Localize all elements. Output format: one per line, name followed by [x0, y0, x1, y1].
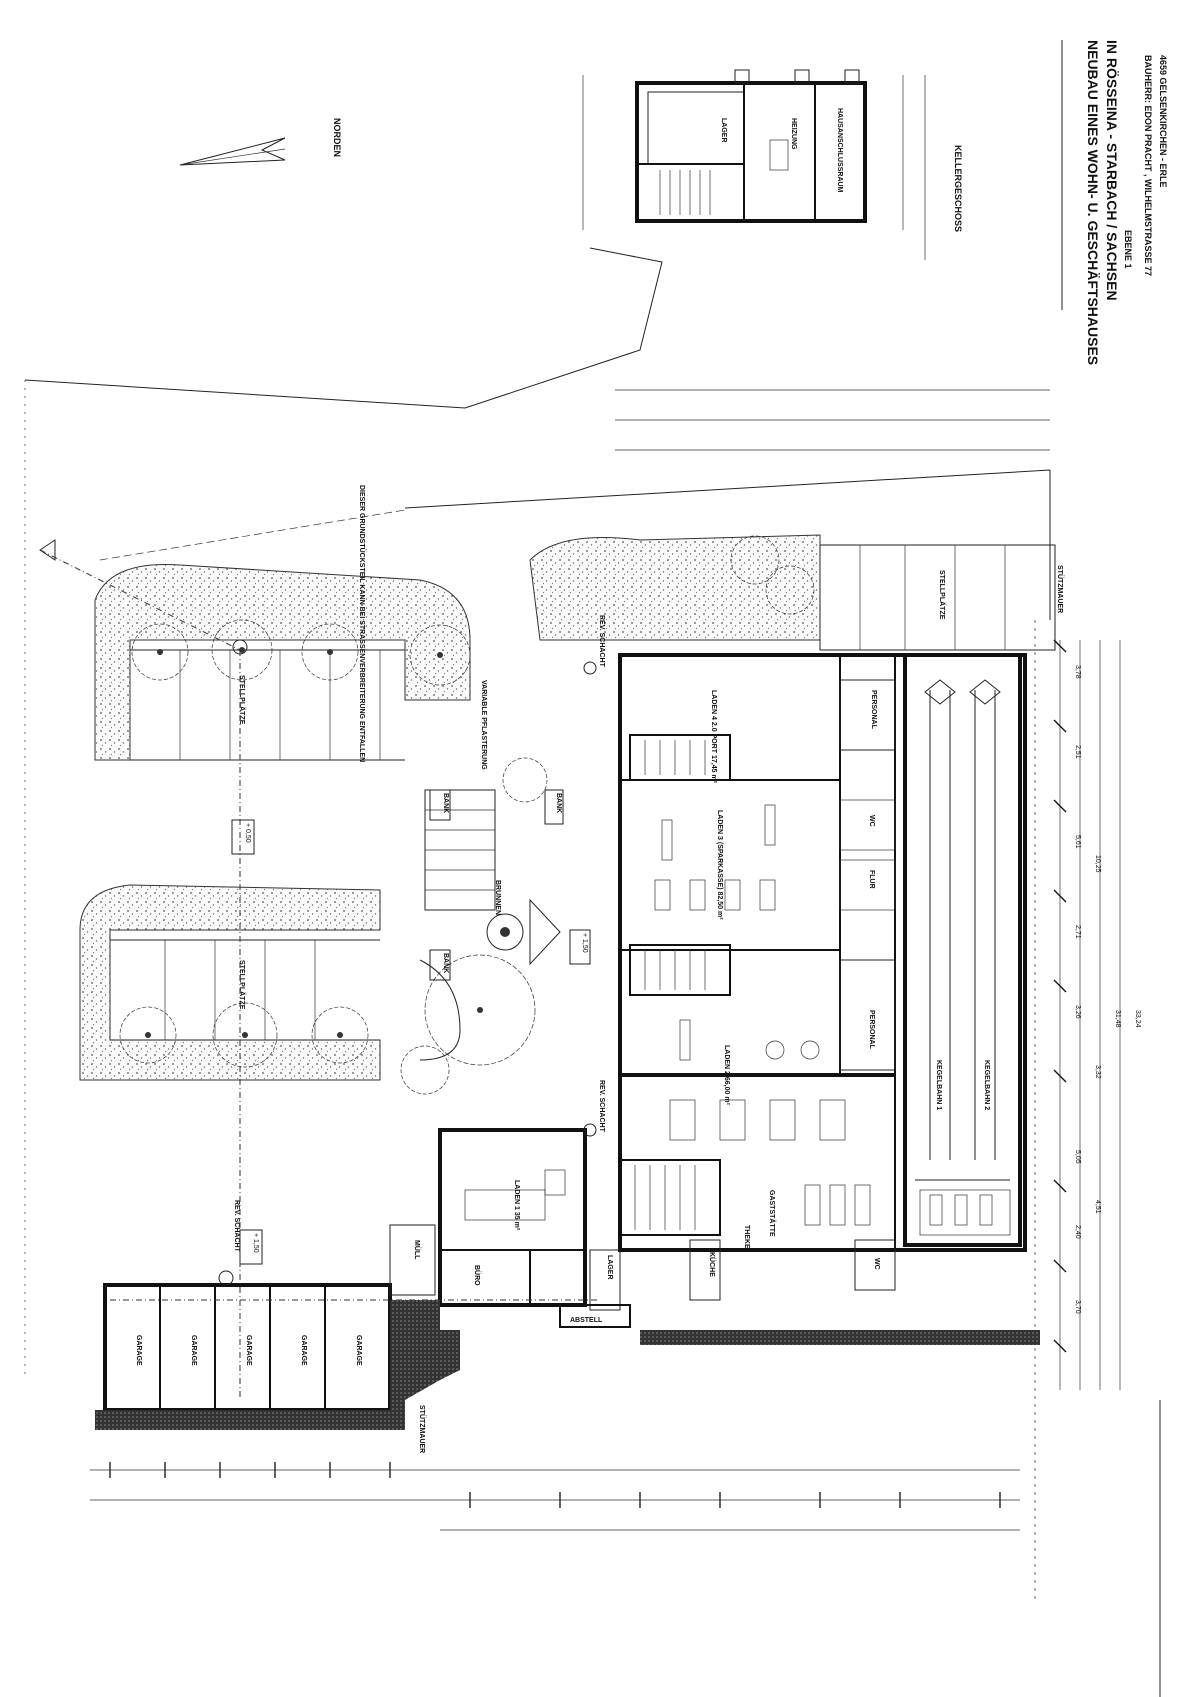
title-level: EBENE 1: [1123, 230, 1133, 269]
dim-seg-3: 5,61: [1074, 835, 1081, 849]
muell-label: MÜLL: [413, 1240, 422, 1260]
parking-middle: STELLPLÄTZE + 0,50: [79, 819, 381, 1081]
north-arrow-icon: [179, 137, 286, 166]
room-kueche: KÜCHE: [708, 1252, 717, 1277]
title-owner-city: 4659 GELSENKIRCHEN - ERLE: [1158, 55, 1168, 188]
room-wc: WC: [868, 815, 875, 827]
room-kegelbahn1: KEGELBAHN 1: [935, 1060, 942, 1110]
tree-icon: [119, 1006, 177, 1064]
dim-seg-11: 4,51: [1094, 1200, 1101, 1214]
annex-building: LADEN 1 35 m² BÜRO LAGER ABSTELL: [438, 1128, 631, 1328]
garage-label-4: GARAGE: [300, 1335, 307, 1366]
level-050: + 0,50: [244, 823, 251, 843]
dim-seg-8: 5,05: [1074, 1150, 1081, 1164]
trees: [119, 535, 815, 1095]
dimension-ticks: [1053, 639, 1067, 1353]
basement-room-heizung: HEIZUNG: [790, 118, 797, 150]
garage-label-1: GARAGE: [135, 1335, 142, 1366]
title-line-1: NEUBAU EINES WOHN- U. GESCHÄFTSHAUSES: [1085, 40, 1101, 365]
stuetzmauer-label: STÜTZMAUER: [418, 1405, 427, 1453]
utility-markers: REV. SCHACHT REV. SCHACHT REV. SCHACHT +…: [39, 539, 605, 1400]
bank-label-3: BANK: [555, 793, 562, 813]
site-outline: [24, 247, 1161, 1697]
room-wc-lower: WC: [873, 1258, 880, 1270]
room-flur: FLUR: [868, 870, 875, 889]
dim-seg-2: 2,51: [1074, 745, 1081, 759]
room-theke: THEKE: [743, 1225, 750, 1249]
garage-label-5: GARAGE: [355, 1335, 362, 1366]
fountain: [486, 898, 561, 966]
level-150-top: + 1,50: [581, 933, 588, 953]
room-lager-small: LAGER: [606, 1255, 613, 1280]
dimension-chains: 3,78 2,51 5,61 2,71 3,26 10,25 3,32 5,05…: [90, 389, 1141, 1531]
dim-seg-4: 2,71: [1074, 925, 1081, 939]
level-150-bottom: + 1,50: [252, 1233, 259, 1253]
room-laden4: LADEN 4 2.0 PORT 17,45 m²: [710, 690, 717, 784]
tree-icon: [730, 535, 780, 585]
tree-icon: [409, 624, 471, 686]
basement-stair: [659, 170, 711, 215]
bowling-lanes: KEGELBAHN 1 KEGELBAHN 2: [915, 679, 1011, 1236]
rev-schacht-label-3: REV. SCHACHT: [233, 1200, 240, 1253]
basement-room-lager: LAGER: [720, 118, 727, 143]
title-owner: BAUHERR: EDON PRACHT , WILHELMSTRASSE 77: [1143, 55, 1153, 276]
room-laden1: LADEN 1 35 m²: [513, 1180, 520, 1231]
room-gaststaette: GASTSTÄTTE: [768, 1190, 776, 1237]
garden-area: BANK VARIABLE PFLASTERUNG BRUNNEN BANK B…: [358, 485, 591, 1061]
tree-icon: [301, 623, 359, 681]
title-line-2: IN RÖSSEINA - STARBACH / SACHSEN: [1104, 40, 1120, 301]
stuetzmauer-label-right: STÜTZMAUER: [1056, 565, 1065, 613]
dim-seg-6: 10,25: [1094, 855, 1101, 873]
main-building: LADEN 4 2.0 PORT 17,45 m² LADEN 3 (SPARK…: [618, 653, 1027, 1301]
dim-seg-5: 3,26: [1074, 1005, 1081, 1019]
bank-label-2: BANK: [442, 953, 449, 973]
room-personal-mid: PERSONAL: [868, 1010, 875, 1050]
brunnen-label: BRUNNEN: [494, 880, 501, 915]
parking-right: STELLPLÄTZE STÜTZMAUER: [819, 544, 1065, 651]
garage-label-2: GARAGE: [190, 1335, 197, 1366]
tree-icon: [311, 1006, 369, 1064]
pflaster-label: VARIABLE PFLASTERUNG: [480, 680, 487, 770]
tree-icon: [400, 1045, 450, 1095]
dim-total-1: 31,48: [1114, 1010, 1121, 1028]
dim-seg-7: 3,32: [1094, 1065, 1101, 1079]
room-buero: BÜRO: [473, 1265, 482, 1286]
stellplaetze-label-top: STELLPLÄTZE: [238, 675, 246, 725]
tree-icon: [765, 565, 815, 615]
stellplaetze-label-right: STELLPLÄTZE: [938, 570, 946, 620]
tree-icon: [212, 1002, 278, 1068]
rev-schacht-label-2: REV. SCHACHT: [598, 1080, 605, 1133]
room-personal-top: PERSONAL: [870, 690, 877, 730]
bank-label-1: BANK: [442, 793, 449, 813]
street-note: DIESER GRUNDSTÜCKSTEIL KANN BEI STRASSEN…: [358, 485, 367, 762]
rev-schacht-label-1: REV. SCHACHT: [598, 615, 605, 668]
parking-top: STELLPLÄTZE: [94, 534, 821, 761]
garages: GARAGE GARAGE GARAGE GARAGE GARAGE MÜLL …: [95, 1224, 1040, 1453]
garage-label-3: GARAGE: [245, 1335, 252, 1366]
dim-seg-1: 3,78: [1074, 665, 1081, 679]
room-abstell: ABSTELL: [570, 1317, 603, 1324]
dim-seg-10: 3,70: [1074, 1300, 1081, 1314]
title-block: NEUBAU EINES WOHN- U. GESCHÄFTSHAUSES IN…: [1061, 40, 1168, 365]
stellplaetze-label-middle: STELLPLÄTZE: [238, 960, 246, 1010]
north-label: NORDEN: [332, 118, 342, 157]
tree-icon: [424, 954, 536, 1066]
north-arrow: NORDEN: [179, 118, 342, 166]
basement-caption: KELLERGESCHOSS: [953, 145, 963, 232]
room-laden2: LADEN 2 66,00 m²: [723, 1045, 730, 1106]
room-laden3: LADEN 3 (SPARKASSE) 82,50 m²: [716, 810, 723, 920]
tree-icon: [131, 623, 189, 681]
dim-seg-9: 2,40: [1074, 1225, 1081, 1239]
basement-plan: LAGER HEIZUNG HAUSANSCHLUSSRAUM KELLERGE…: [582, 69, 963, 260]
basement-room-hausanschluss: HAUSANSCHLUSSRAUM: [836, 108, 843, 193]
room-kegelbahn2: KEGELBAHN 2: [983, 1060, 990, 1110]
dim-total-2: 33,24: [1134, 1010, 1141, 1028]
tree-icon: [502, 757, 548, 803]
